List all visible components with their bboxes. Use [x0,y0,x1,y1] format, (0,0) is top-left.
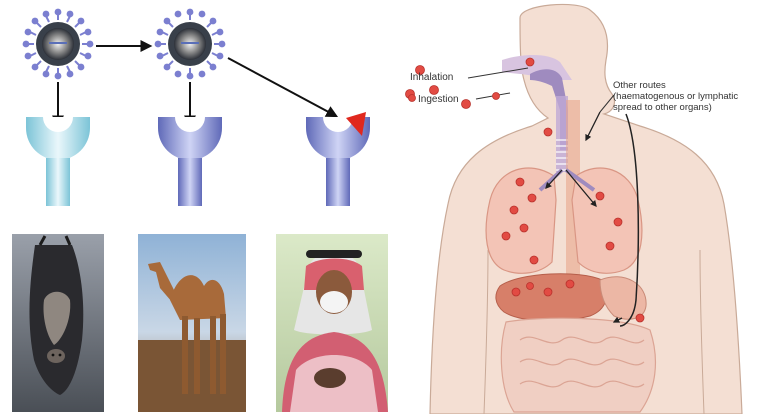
ingestion-label: Ingestion [418,94,459,105]
virus-icon [155,9,226,80]
receptor-icon [306,112,370,206]
receptor-icon [158,117,222,206]
virus-icon [23,9,94,80]
other-routes-label: Other routes (haematogenous or lymphatic… [613,80,738,113]
arrow-icon [228,58,336,116]
liver [496,274,607,321]
camel-photo [138,234,246,412]
intestines [501,318,655,412]
person-photo [276,234,388,412]
inhalation-label: Inhalation [410,72,453,83]
receptor-icon [26,117,90,206]
bat-photo [12,234,104,412]
human-body [396,0,767,414]
